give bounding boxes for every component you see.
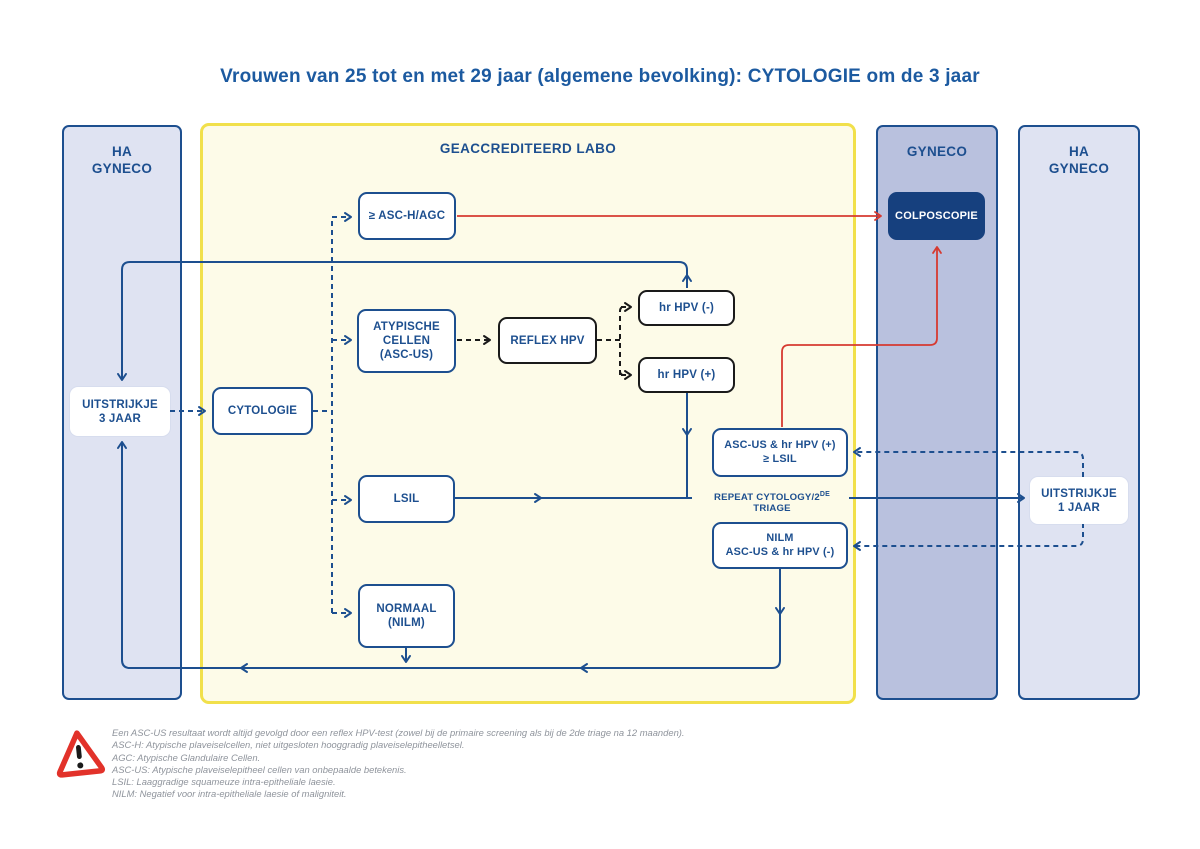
footnote-line: ASC-H: Atypische plaveiselcellen, niet u… — [112, 739, 465, 751]
node-atypische-cellen: ATYPISCHE CELLEN (ASC-US) — [357, 309, 456, 373]
column-gyneco-label: GYNECO — [906, 144, 968, 159]
footnote-line: AGC: Atypische Glandulaire Cellen. — [112, 751, 261, 763]
label-repeat-pre: REPEAT CYTOLOGY/2 — [713, 492, 820, 504]
page-title: Vrouwen van 25 tot en met 29 jaar (algem… — [220, 66, 980, 87]
node-nilm-ascus-hr-hpv-neg: NILM ASC-US & hr HPV (-) — [712, 522, 848, 569]
footnotes: Een ASC-US resultaat wordt altijd gevolg… — [112, 727, 872, 801]
column-ha-gyneco-right-label: HA GYNECO — [1048, 144, 1110, 176]
label-repeat-post: TRIAGE — [753, 503, 791, 515]
footnote-line: LSIL: Laaggradige squameuze intra-epithe… — [112, 776, 336, 788]
node-hr-hpv-negatief: hr HPV (-) — [638, 290, 735, 326]
footnote-line: Een ASC-US resultaat wordt altijd gevolg… — [112, 727, 685, 738]
node-reflex-hpv: REFLEX HPV — [498, 317, 597, 364]
node-asch-agc: ≥ ASC-H/AGC — [358, 192, 456, 240]
node-uitstrijkje-3-jaar: UITSTRIJKJE 3 JAAR — [70, 387, 170, 436]
node-ascus-hr-hpv-pos-lsil: ASC-US & hr HPV (+) ≥ LSIL — [712, 428, 848, 477]
label-repeat-cytology-triage: REPEAT CYTOLOGY/2DE TRIAGE — [694, 491, 850, 514]
node-uitstrijkje-1-jaar: UITSTRIJKJE 1 JAAR — [1030, 477, 1128, 524]
node-cytologie: CYTOLOGIE — [212, 387, 313, 435]
label-repeat-sup: DE — [819, 491, 831, 498]
warning-icon — [56, 730, 106, 778]
footnote-line: NILM: Negatief voor intra-epitheliale la… — [112, 788, 347, 800]
node-colposcopie: COLPOSCOPIE — [888, 192, 985, 240]
node-lsil: LSIL — [358, 475, 455, 523]
column-ha-gyneco-right: HA GYNECO — [1018, 125, 1140, 700]
node-hr-hpv-positief: hr HPV (+) — [638, 357, 735, 393]
column-labo-label: GEACCREDITEERD LABO — [439, 141, 617, 156]
column-ha-gyneco-left-label: HA GYNECO — [91, 144, 153, 176]
footnote-line: ASC-US: Atypische plaveiselepitheel cell… — [112, 763, 407, 775]
node-normaal-nilm: NORMAAL (NILM) — [358, 584, 455, 648]
